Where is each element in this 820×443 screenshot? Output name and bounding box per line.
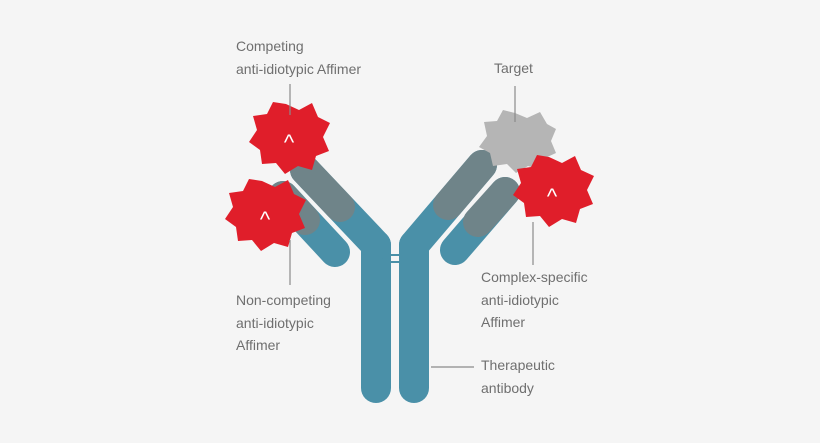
affimer-glyph: ^ — [284, 130, 295, 155]
label-line: Therapeutic — [481, 357, 555, 373]
label-therapeutic-antibody: Therapeutic antibody — [481, 354, 555, 399]
heavy-chain-right-variable — [433, 150, 497, 220]
affimer-competing: ^ — [249, 102, 330, 174]
label-line: anti-idiotypic Affimer — [236, 60, 362, 77]
affimer-icon — [249, 102, 330, 174]
light-chain-right-variable — [463, 177, 520, 237]
label-line: Affimer — [236, 337, 281, 353]
label-line: Affimer — [481, 314, 526, 330]
label-line: anti-idiotypic — [236, 314, 314, 331]
label-line: Non-competing — [236, 292, 331, 308]
label-non-competing-affimer: Non-competing anti-idiotypic Affimer — [236, 289, 331, 357]
affimer-icon — [225, 179, 306, 251]
label-line: anti-idiotypic — [481, 291, 559, 308]
label-complex-specific-affimer: Complex-specific anti-idiotypic Affimer — [481, 266, 588, 334]
label-competing-affimer: Competing anti-idiotypic Affimer — [236, 35, 361, 80]
label-line: Complex-specific — [481, 269, 588, 285]
label-line: antibody — [481, 379, 534, 396]
label-line: Target — [494, 60, 533, 76]
heavy-chain-left-variable — [290, 155, 355, 222]
affimer-icon — [513, 155, 594, 227]
affimer-non-competing: ^ — [225, 179, 306, 251]
label-line: Competing — [236, 38, 304, 54]
affimer-glyph: ^ — [547, 184, 558, 209]
affimer-complex-specific: ^ — [513, 155, 594, 227]
label-target: Target — [494, 57, 533, 80]
antibody-icon — [268, 150, 520, 403]
affimer-glyph: ^ — [260, 207, 271, 232]
